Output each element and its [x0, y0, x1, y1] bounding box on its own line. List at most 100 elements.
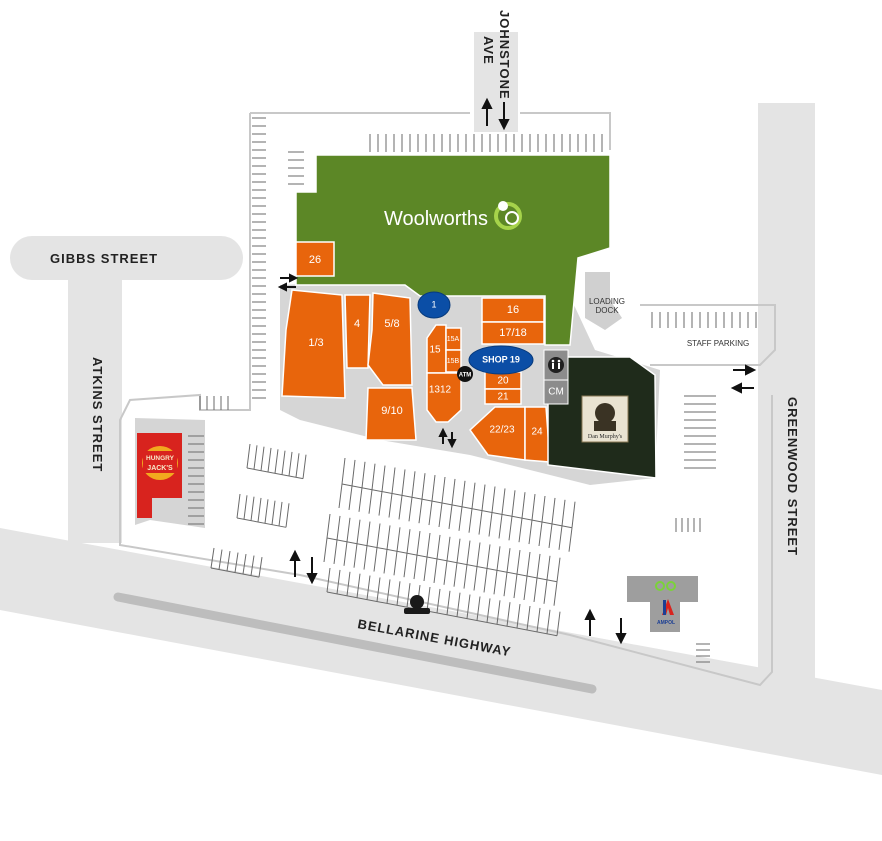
shop-21-label: 21 — [497, 392, 509, 403]
woolworths-store[interactable]: Woolworths — [295, 154, 611, 346]
dan-murphys-face-icon — [595, 403, 615, 423]
shop-17-18[interactable] — [481, 321, 545, 345]
parking-bay-line — [250, 496, 255, 521]
ampol-logo-icon — [662, 599, 674, 615]
parking-bay-line — [558, 525, 563, 550]
greenwood-street-label: GREENWOOD STREET — [785, 397, 800, 556]
parking-bay-line — [386, 579, 391, 604]
arrow-right-icon — [280, 273, 299, 283]
parking-bay-line — [536, 553, 541, 578]
shop-9-10[interactable] — [365, 387, 417, 441]
parking-bay-line — [428, 501, 433, 526]
shop-4-label: 4 — [354, 318, 360, 330]
parking-bay-line — [381, 465, 386, 492]
parking-bay-line — [401, 469, 406, 496]
arrow-down-icon — [615, 618, 627, 645]
shop-21[interactable] — [484, 388, 522, 405]
parking-bay-line — [478, 510, 483, 535]
parking-bay-line — [481, 484, 486, 511]
parking-bay-line — [288, 451, 293, 477]
parking-bay-line — [346, 517, 351, 542]
shop-1-3[interactable] — [281, 289, 346, 399]
parking-bay-line — [473, 566, 478, 591]
parking-bay-line — [448, 504, 453, 529]
shop-4[interactable] — [344, 294, 371, 369]
parking-bay-line — [411, 471, 416, 498]
parking-bay-line — [541, 495, 546, 523]
parking-bay-line — [393, 551, 398, 576]
parking-bay-line — [446, 590, 451, 615]
shop-22-23[interactable] — [469, 406, 526, 461]
parking-bay-line — [285, 503, 290, 528]
parking-bay-line — [348, 485, 353, 510]
shop-26[interactable] — [295, 241, 335, 277]
parking-bay-line — [463, 564, 468, 589]
shop-15b[interactable] — [445, 349, 462, 373]
parking-bay-line — [548, 523, 553, 548]
shop-5-8[interactable] — [367, 292, 413, 386]
parking-bay-line — [561, 499, 566, 526]
kiosk-1[interactable] — [417, 291, 451, 319]
parking-bay-line — [253, 445, 258, 470]
parking-bay-line — [371, 463, 376, 490]
traffic-arrows — [277, 97, 757, 645]
parking-bay-line — [418, 499, 423, 524]
parking-bay-line — [543, 579, 548, 604]
parking-bay-line — [443, 560, 448, 585]
shop-20-label: 20 — [497, 376, 509, 387]
pylon-sign-icon — [404, 595, 430, 614]
shop-19-kiosk[interactable] — [468, 345, 534, 375]
parking-bay-line — [513, 574, 518, 599]
loading-dock-label-2: DOCK — [595, 306, 619, 315]
dan-murphys-store[interactable]: Dan Murphy's — [547, 356, 657, 479]
shop-9-10-label: 9/10 — [381, 405, 402, 417]
parking-bay-line — [508, 516, 513, 541]
parking-bay-line — [471, 482, 476, 509]
parking-bay-line — [526, 551, 531, 577]
parking-bay-line — [546, 609, 551, 634]
parking-bay-line — [406, 583, 411, 608]
arrow-right-icon — [733, 364, 757, 376]
parking-bay-line — [491, 486, 496, 513]
parking-bay-line — [226, 550, 231, 572]
parking-bay-line — [363, 545, 368, 570]
arrow-up-icon — [438, 427, 448, 444]
parking-bay-line — [476, 542, 481, 567]
parking-bay-line — [466, 540, 471, 565]
parking-bay-line — [258, 557, 263, 578]
arrow-down-icon — [306, 557, 318, 585]
parking-bay-line — [281, 450, 286, 475]
parking-bay-line — [468, 508, 473, 533]
parking-bay-line — [521, 492, 526, 519]
parking-bay-line — [408, 497, 413, 522]
parking-bay-line — [378, 491, 383, 516]
parking-bay-line — [396, 527, 401, 552]
atm-icon[interactable]: ATM — [457, 366, 473, 382]
arrow-left-icon — [277, 282, 296, 292]
parking-bay-line — [423, 556, 428, 582]
arrow-up-icon — [584, 608, 596, 636]
shop-5-8-label: 5/8 — [384, 318, 399, 330]
shop-16[interactable] — [481, 297, 545, 323]
parking-bay-line — [383, 549, 388, 574]
cm-label: CM — [548, 387, 564, 398]
parking-bay-line — [396, 581, 401, 606]
parking-bay-line — [556, 557, 561, 582]
parking-bay-line — [523, 575, 528, 601]
hungry-jacks-building[interactable]: HUNGRY JACK'S — [135, 418, 205, 528]
parking-bay-line — [351, 459, 356, 486]
ampol-foodary-icon — [655, 581, 676, 591]
greenwood-street-road — [758, 103, 815, 703]
parking-bay-line — [461, 480, 466, 507]
parking-bay-line — [234, 552, 239, 573]
parking-bay-line — [295, 453, 300, 478]
shop-24-label: 24 — [531, 427, 543, 438]
cm-room[interactable] — [543, 379, 569, 405]
parking-bay-line — [503, 572, 508, 597]
parking-bay-line — [568, 527, 573, 552]
shop-1312[interactable] — [426, 372, 462, 423]
parking-bay-line — [333, 539, 338, 564]
parking-bay-line — [257, 497, 262, 523]
ampol-station[interactable]: AMPOL — [627, 576, 698, 632]
dan-murphys-label: Dan Murphy's — [588, 434, 623, 440]
